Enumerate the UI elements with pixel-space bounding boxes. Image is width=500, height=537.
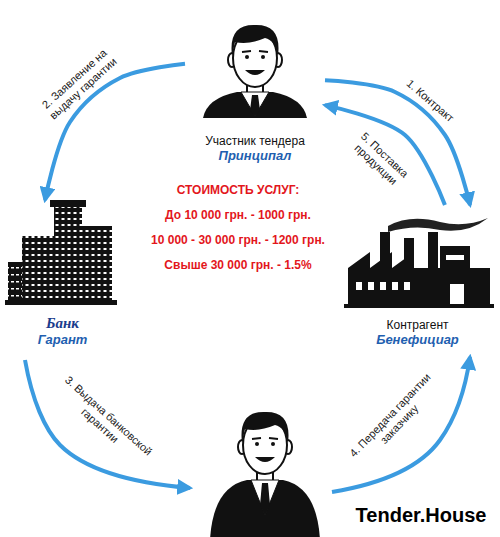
flow-arrow [325, 80, 470, 205]
role-title: Банк [46, 314, 79, 332]
flow-arrow [25, 360, 190, 488]
role-name: Бенефициар [376, 332, 459, 348]
price-row: До 10 000 грн. - 1000 грн. [165, 208, 311, 222]
participant-node: Участник тендераПринципал [185, 5, 325, 168]
role-name: Гарант [38, 332, 88, 348]
watermark: Tender.House [356, 503, 487, 527]
counterparty-node: КонтрагентБенефициар [340, 205, 495, 352]
factory-silhouette [344, 218, 494, 308]
role-name: Принципал [219, 148, 292, 164]
person-figure [203, 25, 307, 118]
price-row: 10 000 - 30 000 грн. - 1200 грн. [151, 233, 325, 247]
role-title: Контрагент [386, 318, 448, 332]
price-row: Свыше 30 000 грн. - 1.5% [164, 258, 311, 272]
step-label: 3. Выдача банковской гарантии [51, 372, 156, 471]
person-figure [210, 412, 320, 537]
bank-node: БанкГарант [5, 200, 120, 352]
step-label: 4. Передача гарантии заказчику [342, 366, 448, 474]
bank-buildings [5, 200, 117, 305]
role-title: Участник тендера [205, 134, 305, 148]
flow-arrow [325, 105, 445, 205]
flow-arrow [332, 357, 470, 492]
price-heading: СТОИМОСТЬ УСЛУГ: [177, 183, 300, 197]
